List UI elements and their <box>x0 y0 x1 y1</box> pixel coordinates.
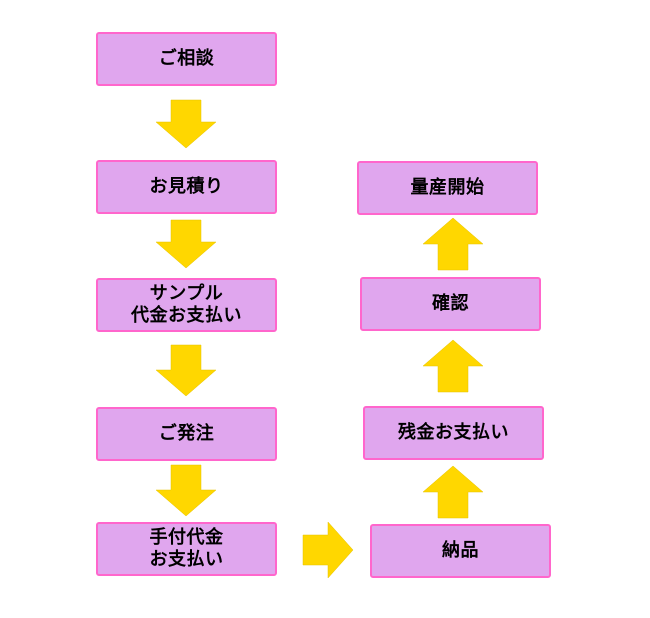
arrow-up-icon <box>422 339 484 393</box>
step-consultation: ご相談 <box>96 32 277 86</box>
arrow-down-icon <box>155 219 217 269</box>
step-deposit-payment: 手付代金 お支払い <box>96 522 277 576</box>
arrow-up-icon <box>422 217 484 271</box>
step-balance-payment: 残金お支払い <box>363 406 544 460</box>
step-delivery: 納品 <box>370 524 551 578</box>
step-estimate: お見積り <box>96 160 277 214</box>
arrow-down-icon <box>155 344 217 397</box>
step-confirmation: 確認 <box>360 277 541 331</box>
step-mass-production: 量産開始 <box>357 161 538 215</box>
step-sample-payment: サンプル 代金お支払い <box>96 278 277 332</box>
arrow-right-icon <box>302 521 354 579</box>
arrow-up-icon <box>422 465 484 519</box>
step-order: ご発注 <box>96 407 277 461</box>
arrow-down-icon <box>155 464 217 517</box>
arrow-down-icon <box>155 99 217 149</box>
